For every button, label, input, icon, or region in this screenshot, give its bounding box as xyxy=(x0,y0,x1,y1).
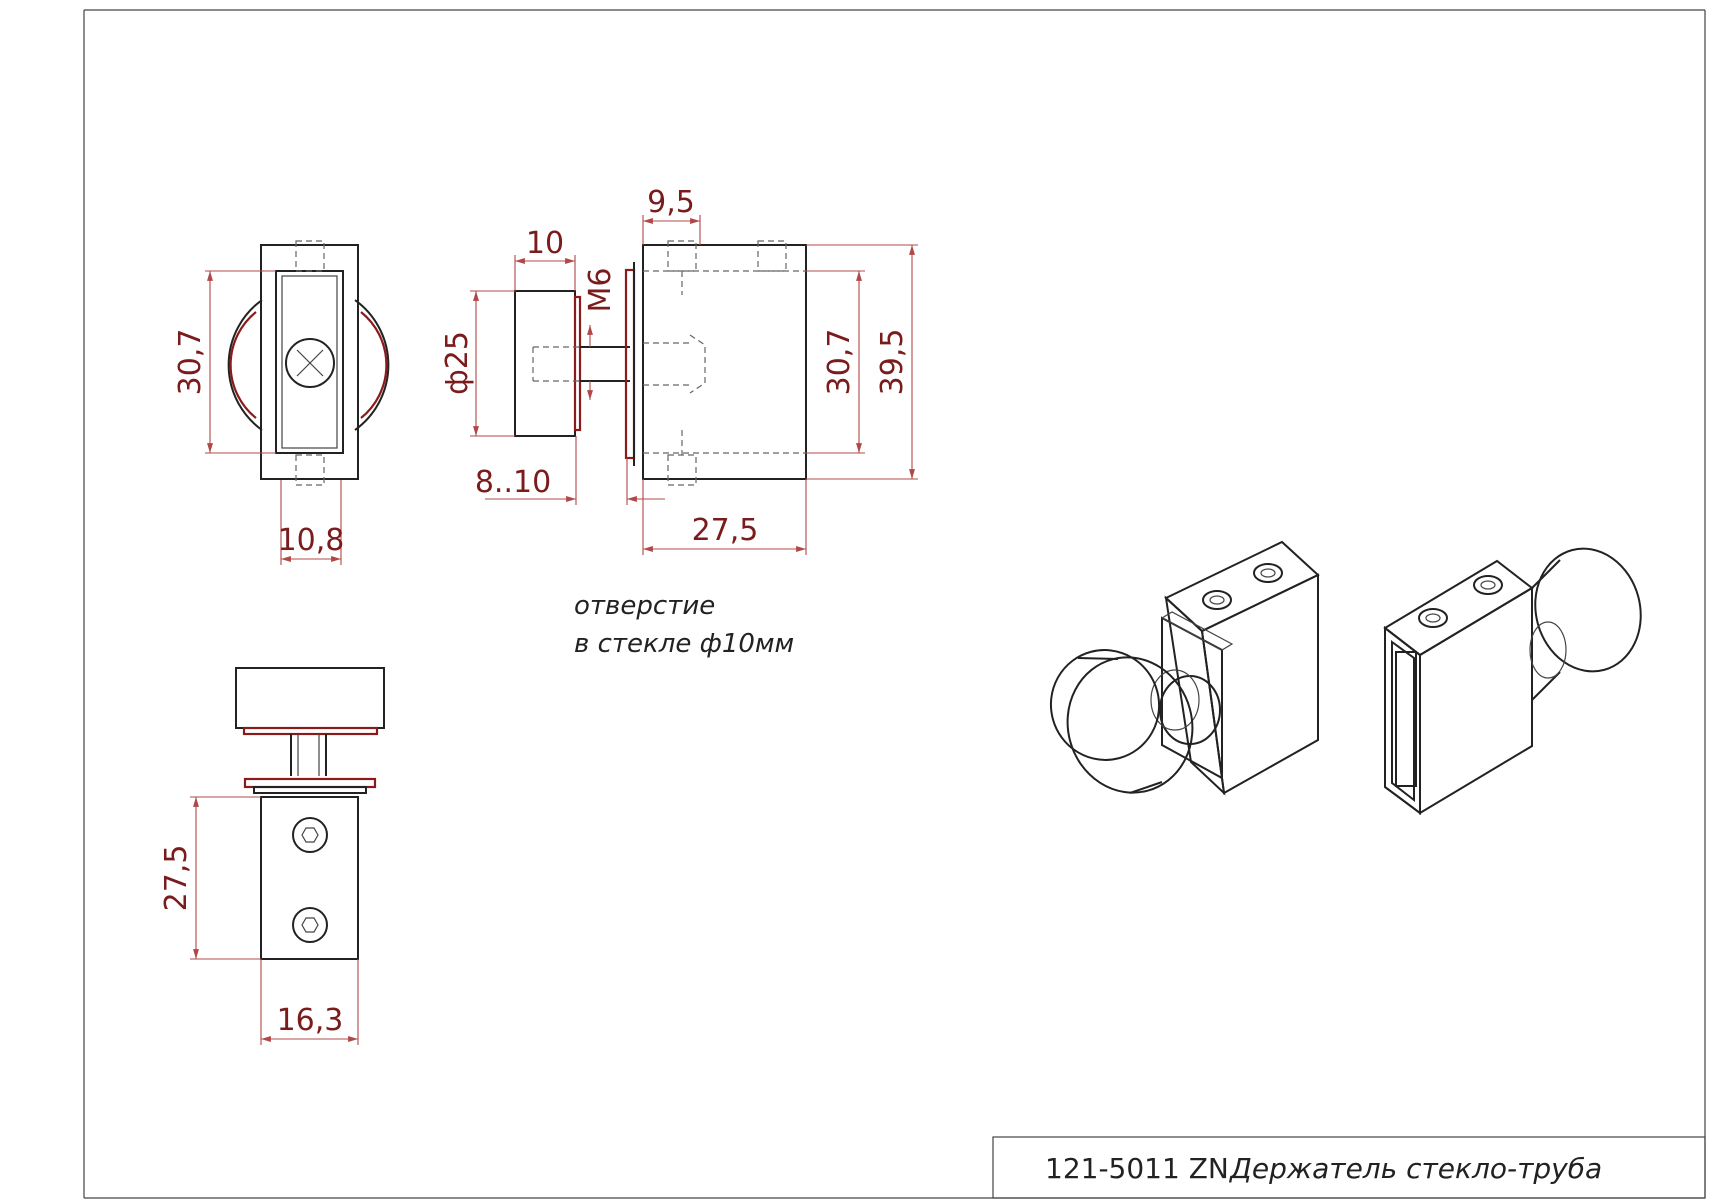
block-inner-height-dim: 30,7 xyxy=(822,329,857,396)
knob-diameter-dim: ф25 xyxy=(440,331,475,395)
sheet-frame xyxy=(83,9,1706,1199)
knob-thickness-dim: 10 xyxy=(526,226,564,261)
glass-range-dim: 8..10 xyxy=(475,465,551,500)
isometric-view-1 xyxy=(1049,540,1320,796)
block-offset-dim: 9,5 xyxy=(647,185,695,220)
glass-hole-note: отверстие в стекле ф10мм xyxy=(574,591,794,659)
side-view: 10 M6 ф25 8..10 9,5 30,7 39,5 27 xyxy=(440,185,918,555)
product-code: 121-5011 ZN xyxy=(1045,1152,1229,1185)
note-line-2: в стекле ф10мм xyxy=(574,629,794,659)
bottom-view: 27,5 16,3 xyxy=(159,667,385,1045)
block-height-dim: 39,5 xyxy=(875,329,910,396)
product-title: Держатель стекло-труба xyxy=(1228,1152,1602,1185)
thread-dim: M6 xyxy=(583,268,618,313)
isometric-view-2 xyxy=(1383,547,1642,815)
front-height-dim: 30,7 xyxy=(173,329,208,396)
bottom-height-dim: 27,5 xyxy=(159,845,194,912)
bottom-width-dim: 16,3 xyxy=(277,1003,344,1038)
front-view: 30,7 10,8 xyxy=(173,240,390,565)
note-line-1: отверстие xyxy=(574,591,715,621)
title-block: 121-5011 ZN Держатель стекло-труба xyxy=(992,1136,1706,1199)
block-depth-dim: 27,5 xyxy=(692,513,759,548)
front-width-dim: 10,8 xyxy=(278,523,345,558)
